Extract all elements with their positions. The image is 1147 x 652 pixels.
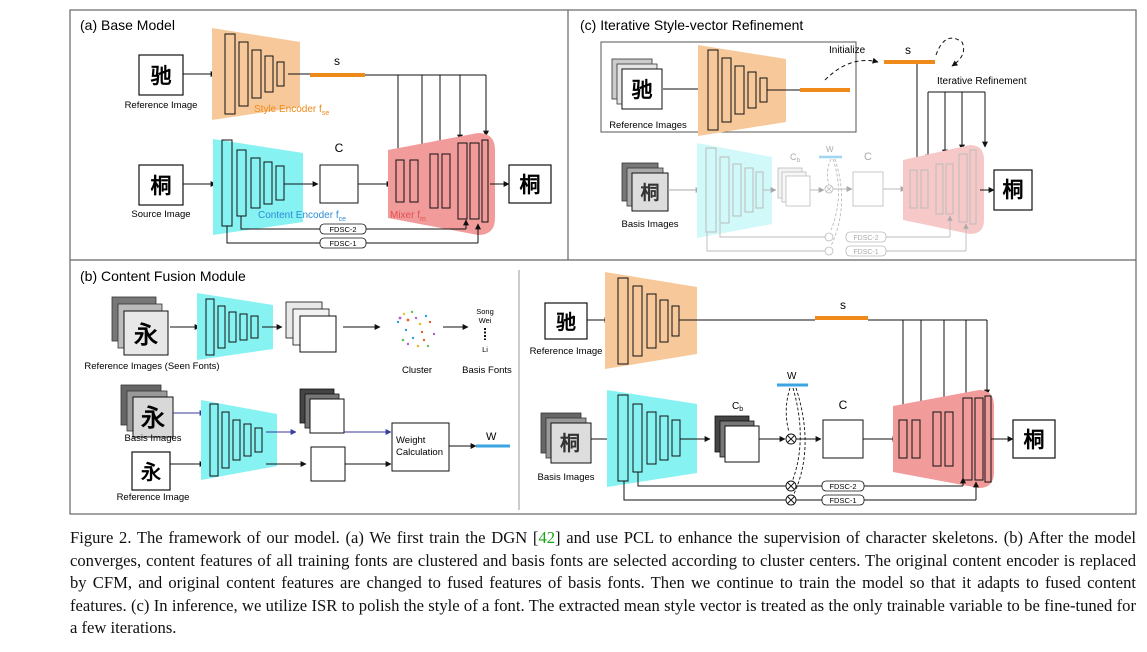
font-li: Li — [482, 345, 488, 354]
content-feature-c — [319, 164, 359, 204]
panel-c-title: (c) Iterative Style-vector Refinement — [580, 17, 803, 33]
cluster-label: Cluster — [402, 365, 432, 376]
mixer-label: Mixer fm — [390, 210, 426, 223]
figure-caption: Figure 2. The framework of our model. (a… — [70, 527, 1136, 640]
b-reference-seen-label: Reference Images (Seen Fonts) — [84, 361, 219, 372]
fdsc-1-label: FDSC-1 — [329, 239, 356, 248]
caption-part-1: Figure 2. The framework of our model. (a… — [70, 528, 539, 547]
content-encoder-shape — [213, 139, 303, 235]
c-basis-images-label: Basis Images — [621, 219, 678, 230]
panel-b: (b) Content Fusion Module 永 Reference Im… — [80, 268, 512, 503]
source-char: 桐 — [151, 174, 172, 198]
b-w-label: W — [486, 431, 497, 443]
reference-image-label: Reference Image — [125, 100, 198, 111]
br-w-label: W — [787, 371, 797, 382]
weight-calculation-box — [391, 422, 450, 472]
b-reference-image-label: Reference Image — [117, 492, 190, 503]
panel-c-inner-frame — [600, 41, 857, 133]
reference-char: 驰 — [151, 64, 172, 88]
output-image-box — [508, 164, 552, 204]
weight-calc-line2: Calculation — [396, 447, 443, 458]
style-encoder-label: Style Encoder fse — [254, 104, 329, 117]
caption-part-2: ] and use PCL to enhance the supervision… — [70, 528, 1136, 637]
c-s-label: s — [905, 43, 911, 57]
b-yong-char-2: 永 — [141, 404, 165, 432]
b-basis-images-label: Basis Images — [124, 433, 181, 444]
panel-a: (a) Base Model 驰 Reference Image Style E… — [80, 17, 552, 249]
br-cb-label: Cb — [732, 401, 743, 413]
br-reference-label: Reference Image — [530, 346, 603, 357]
figure-frame — [69, 9, 1137, 515]
panel-c: (c) Iterative Style-vector Refinement 驰 … — [580, 17, 1033, 257]
c-output-char: 桐 — [1003, 178, 1024, 202]
s-label: s — [334, 54, 340, 68]
c-cb-label: Cb — [790, 152, 801, 164]
br-out-char: 桐 — [1024, 428, 1045, 452]
caption-citation-link[interactable]: 42 — [538, 528, 556, 547]
c-basis-char: 桐 — [640, 181, 659, 204]
br-c-label: C — [839, 398, 848, 412]
font-wei: Wei — [479, 316, 492, 325]
c-c-label: C — [864, 151, 872, 163]
c-fdsc-1-label: FDSC-1 — [853, 249, 878, 256]
weight-calc-line1: Weight — [396, 435, 426, 446]
c-w-label: W — [826, 145, 834, 154]
b-yong-char-3: 永 — [140, 460, 161, 484]
style-encoder-shape — [212, 28, 300, 120]
output-char: 桐 — [520, 173, 541, 197]
panel-a-title: (a) Base Model — [80, 17, 175, 33]
iterative-refinement-label: Iterative Refinement — [937, 76, 1027, 87]
basis-fonts-label: Basis Fonts — [462, 365, 512, 376]
cluster-scatter — [396, 310, 436, 348]
c-reference-images-label: Reference Images — [609, 120, 687, 131]
c-label: C — [335, 141, 344, 155]
c-ref-char: 驰 — [632, 78, 653, 102]
br-s-label: s — [840, 298, 846, 312]
source-image-box — [138, 164, 184, 206]
br-ref-char: 驰 — [556, 310, 576, 334]
framework-figure: (a) Base Model 驰 Reference Image Style E… — [69, 9, 1137, 515]
br-basis-images-label: Basis Images — [537, 472, 594, 483]
b-yong-char-1: 永 — [134, 321, 158, 349]
fdsc-2-box — [319, 223, 367, 235]
br-basis-char: 桐 — [560, 431, 580, 455]
font-song: Song — [476, 307, 494, 316]
initialize-label: Initialize — [829, 45, 866, 56]
reference-image-box — [138, 54, 184, 96]
fdsc-2-label: FDSC-2 — [329, 225, 356, 234]
br-fdsc-1-label: FDSC-1 — [829, 496, 856, 505]
c-fdsc-2-label: FDSC-2 — [853, 235, 878, 242]
panel-b-right: 驰 Reference Image s 桐 Basis Images — [530, 272, 1056, 506]
source-image-label: Source Image — [131, 209, 190, 220]
fdsc-1-box — [319, 237, 367, 249]
br-fdsc-2-label: FDSC-2 — [829, 482, 856, 491]
content-encoder-label: Content Encoder fce — [258, 210, 346, 223]
panel-b-title: (b) Content Fusion Module — [80, 268, 246, 284]
